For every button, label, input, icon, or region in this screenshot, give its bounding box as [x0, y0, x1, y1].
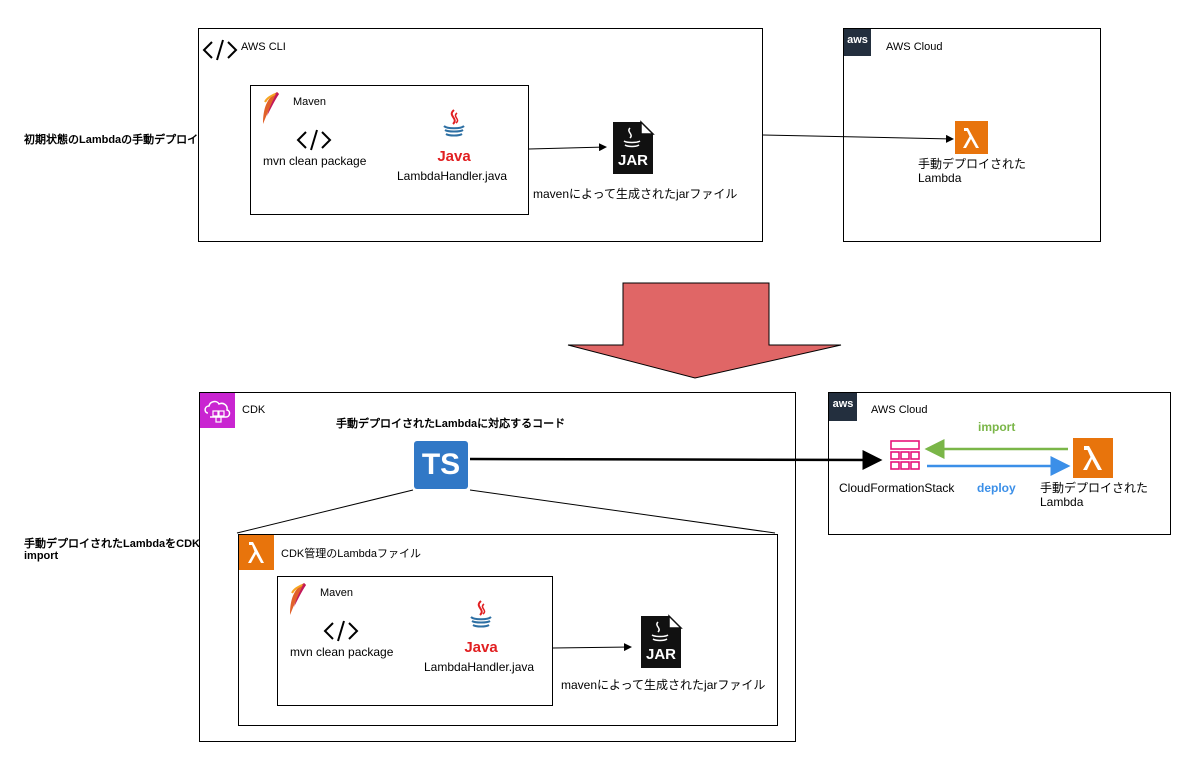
code-icon: [323, 620, 359, 642]
aws-cloud-box[interactable]: aws AWS Cloud 手動デプロイされた Lambda: [843, 28, 1101, 242]
import-label: import: [978, 420, 1016, 434]
lambda-file-title: CDK管理のLambdaファイル: [281, 548, 421, 560]
jar-word: JAR: [617, 152, 648, 169]
lambda-label: 手動デプロイされた Lambda: [1040, 481, 1148, 509]
lambda-label: 手動デプロイされた Lambda: [918, 157, 1026, 185]
ts-word: TS: [421, 448, 461, 481]
mvn-command: mvn clean package: [263, 154, 367, 168]
maven-box[interactable]: Maven mvn clean package Java LambdaHandl…: [277, 576, 553, 706]
bottom-side-label: 手動デプロイされたLambdaをCDK import: [24, 538, 200, 562]
aws-cloud-title: AWS Cloud: [871, 404, 928, 416]
java-word: Java: [437, 148, 471, 165]
aws-cloud-box[interactable]: aws AWS Cloud import CloudFormationStack…: [828, 392, 1171, 535]
java-file-label: LambdaHandler.java: [424, 660, 535, 674]
lambda-file-box[interactable]: CDK管理のLambdaファイル Maven mvn clean package: [238, 534, 778, 726]
aws-cli-box[interactable]: AWS CLI Maven mvn clean package Java Lam…: [198, 28, 763, 242]
jar-icon: JAR: [611, 120, 655, 176]
maven-feather-icon: [290, 583, 306, 615]
mvn-command: mvn clean package: [290, 645, 394, 659]
aws-logo-text: aws: [847, 34, 868, 46]
aws-logo-icon: aws: [829, 393, 857, 421]
code-caption: 手動デプロイされたLambdaに対応するコード: [336, 418, 566, 430]
jar-icon: JAR: [639, 614, 683, 670]
deploy-label: deploy: [977, 481, 1016, 495]
java-file-label: LambdaHandler.java: [397, 169, 508, 183]
cloudformation-stack-icon[interactable]: [887, 439, 923, 473]
java-icon: [443, 109, 465, 137]
lambda-label-line2: Lambda: [918, 171, 962, 185]
stack-label: CloudFormationStack: [839, 481, 955, 495]
bottom-side-label-line2: import: [24, 550, 59, 562]
jar-label: mavenによって生成されたjarファイル: [561, 678, 766, 692]
maven-feather-icon: [263, 92, 279, 124]
java-word: Java: [464, 639, 498, 656]
maven-title: Maven: [293, 96, 327, 108]
code-icon: [202, 39, 238, 61]
aws-logo-icon: aws: [844, 29, 871, 56]
code-icon: [296, 129, 332, 151]
jar-word: JAR: [645, 646, 676, 663]
bottom-side-label-line1: 手動デプロイされたLambdaをCDK: [24, 538, 201, 550]
lambda-icon[interactable]: [1073, 438, 1113, 478]
aws-cli-title: AWS CLI: [241, 41, 286, 53]
cdk-box[interactable]: CDK 手動デプロイされたLambdaに対応するコード TS CDK管理のLam…: [199, 392, 796, 742]
lambda-icon: [239, 535, 274, 570]
cdk-title: CDK: [242, 404, 266, 416]
lambda-icon[interactable]: [955, 121, 988, 154]
java-icon: [470, 600, 492, 628]
lambda-label-line1: 手動デプロイされた: [1040, 481, 1149, 495]
top-side-label: 初期状態のLambdaの手動デプロイ: [24, 134, 199, 146]
maven-box[interactable]: Maven mvn clean package Java LambdaHandl…: [250, 85, 529, 215]
maven-title: Maven: [320, 587, 354, 599]
lambda-label-line2: Lambda: [1040, 495, 1084, 509]
typescript-icon[interactable]: TS: [414, 441, 468, 489]
down-arrow-icon: [567, 282, 842, 379]
cdk-icon: [200, 393, 235, 428]
lambda-label-line1: 手動デプロイされた: [918, 157, 1027, 171]
jar-label: mavenによって生成されたjarファイル: [533, 187, 738, 201]
aws-logo-text: aws: [832, 398, 854, 410]
aws-cloud-title: AWS Cloud: [886, 41, 943, 53]
